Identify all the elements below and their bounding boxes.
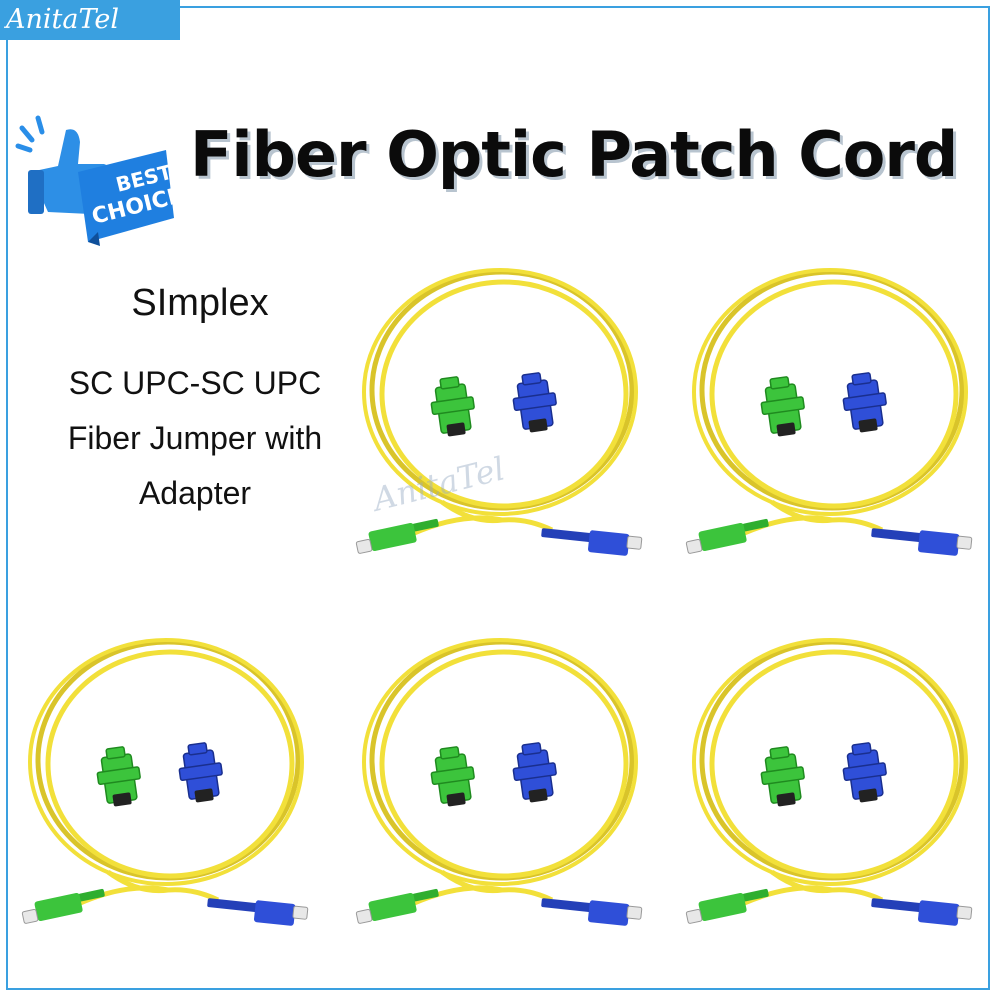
blue-sc-adapter — [512, 742, 557, 803]
blue-sc-adapter — [178, 742, 223, 803]
blue-sc-adapter — [842, 742, 887, 803]
spark-lines-icon — [15, 115, 45, 153]
blue-sc-connector — [871, 528, 973, 556]
cable-loops — [692, 638, 968, 886]
image-frame — [6, 6, 990, 990]
green-sc-adapter — [760, 746, 805, 807]
cable-loops — [362, 268, 638, 516]
description-line: Adapter — [138, 475, 252, 511]
blue-sc-connector — [871, 898, 973, 926]
green-sc-adapter — [96, 746, 141, 807]
blue-sc-connector — [207, 898, 309, 926]
cable-loops — [692, 268, 968, 516]
product-description: SC UPC-SC UPC Fiber Jumper with Adapter — [40, 356, 350, 521]
best-choice-badge: BEST CHOICE — [15, 115, 178, 246]
patch-cord-photo — [685, 268, 973, 556]
green-sc-connector — [355, 518, 439, 554]
patch-cord-photo — [21, 638, 309, 926]
green-sc-connector — [355, 888, 439, 924]
green-sc-connector — [21, 888, 105, 924]
green-sc-connector — [685, 518, 769, 554]
description-line: Fiber Jumper with — [67, 420, 323, 456]
blue-sc-connector — [541, 528, 643, 556]
green-sc-adapter — [760, 376, 805, 437]
cable-loops — [362, 638, 638, 886]
blue-sc-adapter — [512, 372, 557, 433]
cable-loops — [28, 638, 304, 886]
green-sc-adapter — [430, 376, 475, 437]
product-subtitle: SImplex — [131, 282, 269, 324]
badge-ribbon — [78, 150, 174, 246]
blue-sc-connector — [541, 898, 643, 926]
description-line: SC UPC-SC UPC — [68, 365, 322, 401]
blue-sc-adapter — [842, 372, 887, 433]
green-sc-adapter — [430, 746, 475, 807]
page-title: Fiber Optic Patch Cord — [190, 118, 958, 191]
green-sc-connector — [685, 888, 769, 924]
patch-cord-photo — [355, 268, 643, 556]
patch-cord-photo — [685, 638, 973, 926]
brand-logo: AnitaTel — [0, 0, 180, 40]
patch-cord-photo — [355, 638, 643, 926]
